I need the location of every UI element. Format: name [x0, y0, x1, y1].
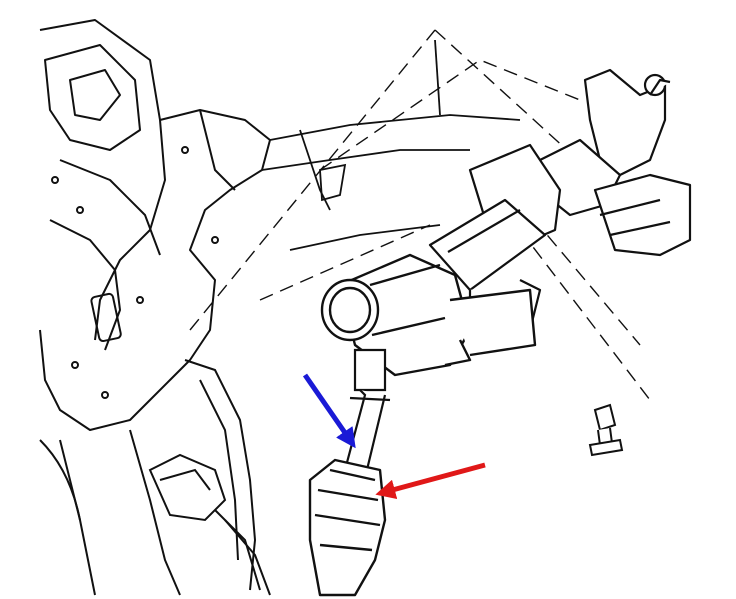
blue-arrow: [302, 373, 356, 449]
rubber-boot: [308, 458, 387, 597]
red-arrow: [375, 462, 486, 500]
intermediate-shaft: [343, 348, 391, 480]
pedal-bracket: [148, 359, 271, 596]
dashboard-frame: [39, 19, 271, 596]
cowl-crossbar: [261, 39, 521, 251]
electric-motor-housing: [320, 253, 537, 377]
mounting-bolt: [588, 403, 624, 457]
